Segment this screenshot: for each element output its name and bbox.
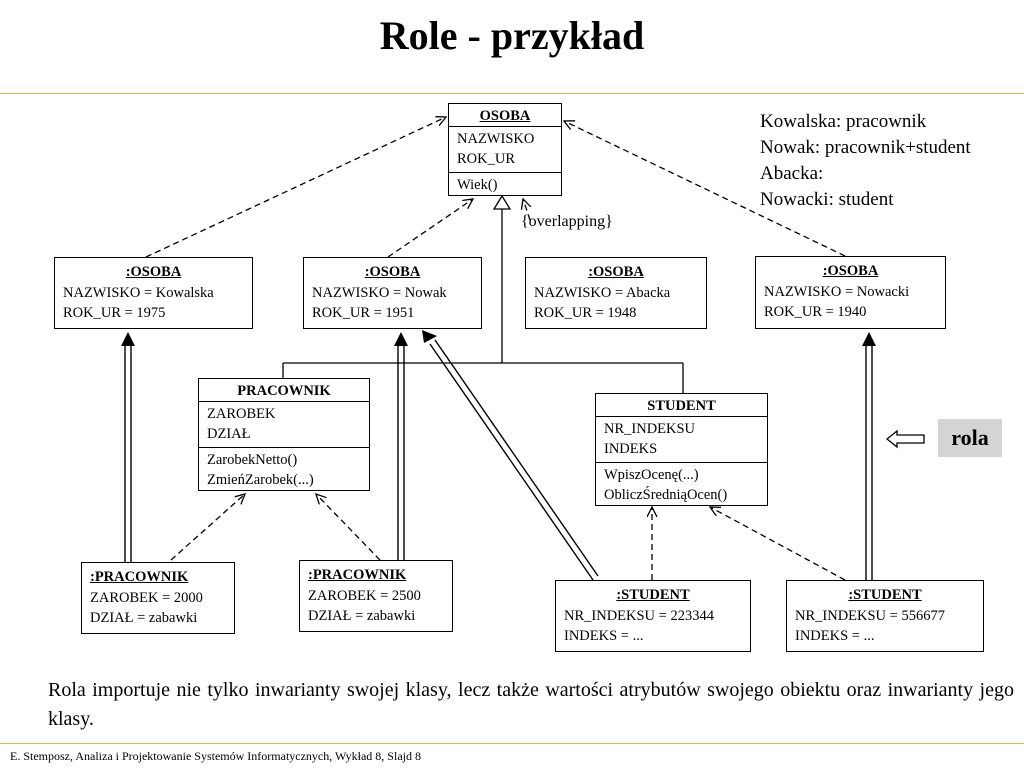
class-attributes: NR_INDEKSU INDEKS (596, 416, 767, 462)
instance-value: INDEKS = ... (564, 628, 644, 644)
role-link-nowak-student (422, 330, 599, 581)
instance-header: :OSOBA (588, 264, 644, 280)
instance-value: DZIAŁ = zabawki (90, 610, 198, 626)
student-instance-nowak: :STUDENT NR_INDEKSU = 223344 INDEKS = ..… (555, 580, 751, 652)
bottom-divider (0, 743, 1024, 744)
pracownik-instance-kowalska: :PRACOWNIK ZAROBEK = 2000 DZIAŁ = zabawk… (81, 562, 235, 634)
role-assignment-legend: Kowalska: pracownik Nowak: pracownik+stu… (760, 109, 971, 213)
explanation-paragraph: Rola importuje nie tylko inwarianty swoj… (48, 679, 1014, 730)
class-operations: Wiek() (449, 172, 561, 198)
instance-value: NAZWISKO = Nowak (312, 285, 447, 301)
instance-header: :OSOBA (822, 263, 879, 279)
class-name: PRACOWNIK (237, 383, 331, 399)
attribute: NAZWISKO (457, 131, 535, 147)
legend-line: Kowalska: pracownik (760, 111, 927, 132)
role-link-kowalska-pracownik (121, 332, 135, 562)
slide-title: Role - przykład (379, 13, 645, 58)
student-instance-nowacki: :STUDENT NR_INDEKSU = 556677 INDEKS = ..… (786, 580, 984, 652)
class-attributes: ZAROBEK DZIAŁ (199, 401, 369, 447)
instance-value: NR_INDEKSU = 556677 (795, 608, 945, 624)
legend-line: Nowacki: student (760, 189, 894, 210)
instance-arrow-pracownik-1 (170, 494, 245, 561)
osoba-instance-abacka: :OSOBA NAZWISKO = Abacka ROK_UR = 1948 (525, 257, 707, 329)
operation: ZarobekNetto() (207, 452, 298, 468)
instance-value: ROK_UR = 1940 (764, 304, 867, 320)
instance-header: :OSOBA (125, 264, 182, 280)
instance-header: :PRACOWNIK (90, 569, 189, 585)
instance-header: :STUDENT (616, 587, 690, 603)
attribute: ZAROBEK (207, 406, 276, 422)
operation: ObliczŚredniąOcen() (604, 487, 728, 503)
class-student: STUDENT NR_INDEKSU INDEKS WpiszOcenę(...… (595, 393, 768, 506)
instance-header: :STUDENT (848, 587, 922, 603)
instance-value: NAZWISKO = Nowacki (764, 284, 910, 300)
class-name: STUDENT (647, 398, 716, 414)
top-divider (0, 93, 1024, 94)
instance-value: INDEKS = ... (795, 628, 875, 644)
osoba-instance-kowalska: :OSOBA NAZWISKO = Kowalska ROK_UR = 1975 (54, 257, 253, 329)
instance-header: :OSOBA (364, 264, 421, 280)
instance-arrow-nowacki (564, 121, 846, 257)
generalization-triangle (492, 194, 512, 210)
overlapping-constraint: {overlapping} (521, 213, 613, 230)
operation: ZmieńZarobek(...) (207, 472, 314, 488)
osoba-instance-nowacki: :OSOBA NAZWISKO = Nowacki ROK_UR = 1940 (755, 256, 946, 329)
class-operations: ZarobekNetto() ZmieńZarobek(...) (199, 447, 369, 493)
instance-value: ZAROBEK = 2500 (308, 588, 421, 604)
instance-header: :PRACOWNIK (308, 567, 407, 583)
instance-value: NAZWISKO = Kowalska (63, 285, 214, 301)
attribute: DZIAŁ (207, 426, 251, 442)
instance-value: NR_INDEKSU = 223344 (564, 608, 714, 624)
instance-arrow-nowak (387, 199, 473, 258)
class-attributes: NAZWISKO ROK_UR (449, 126, 561, 172)
attribute: ROK_UR (457, 151, 516, 167)
role-link-nowak-pracownik (394, 332, 408, 560)
pracownik-instance-nowak: :PRACOWNIK ZAROBEK = 2500 DZIAŁ = zabawk… (299, 560, 453, 632)
operation: Wiek() (457, 177, 498, 193)
class-pracownik: PRACOWNIK ZAROBEK DZIAŁ ZarobekNetto() Z… (198, 378, 370, 491)
slide-footer: E. Stemposz, Analiza i Projektowanie Sys… (10, 749, 421, 763)
instance-value: ROK_UR = 1948 (534, 305, 637, 321)
instance-arrow-kowalska (145, 117, 446, 258)
class-operations: WpiszOcenę(...) ObliczŚredniąOcen() (596, 462, 767, 508)
instance-value: NAZWISKO = Abacka (534, 285, 671, 301)
attribute: NR_INDEKSU (604, 421, 696, 437)
legend-line: Nowak: pracownik+student (760, 137, 971, 158)
role-pointer-arrow (885, 429, 925, 449)
role-label: rola (938, 419, 1002, 457)
instance-arrow-student-2 (710, 507, 846, 581)
class-osoba: OSOBA NAZWISKO ROK_UR Wiek() (448, 103, 562, 196)
instance-value: ZAROBEK = 2000 (90, 590, 203, 606)
class-name: OSOBA (479, 108, 531, 124)
instance-value: DZIAŁ = zabawki (308, 608, 416, 624)
legend-line: Abacka: (760, 163, 824, 184)
instance-arrow-pracownik-2 (316, 494, 381, 561)
operation: WpiszOcenę(...) (604, 467, 699, 483)
instance-value: ROK_UR = 1975 (63, 305, 166, 321)
instance-value: ROK_UR = 1951 (312, 305, 415, 321)
osoba-instance-nowak: :OSOBA NAZWISKO = Nowak ROK_UR = 1951 (303, 257, 482, 329)
attribute: INDEKS (604, 441, 658, 457)
role-link-nowacki-student (862, 332, 876, 580)
instance-arrow-abacka (523, 199, 530, 221)
